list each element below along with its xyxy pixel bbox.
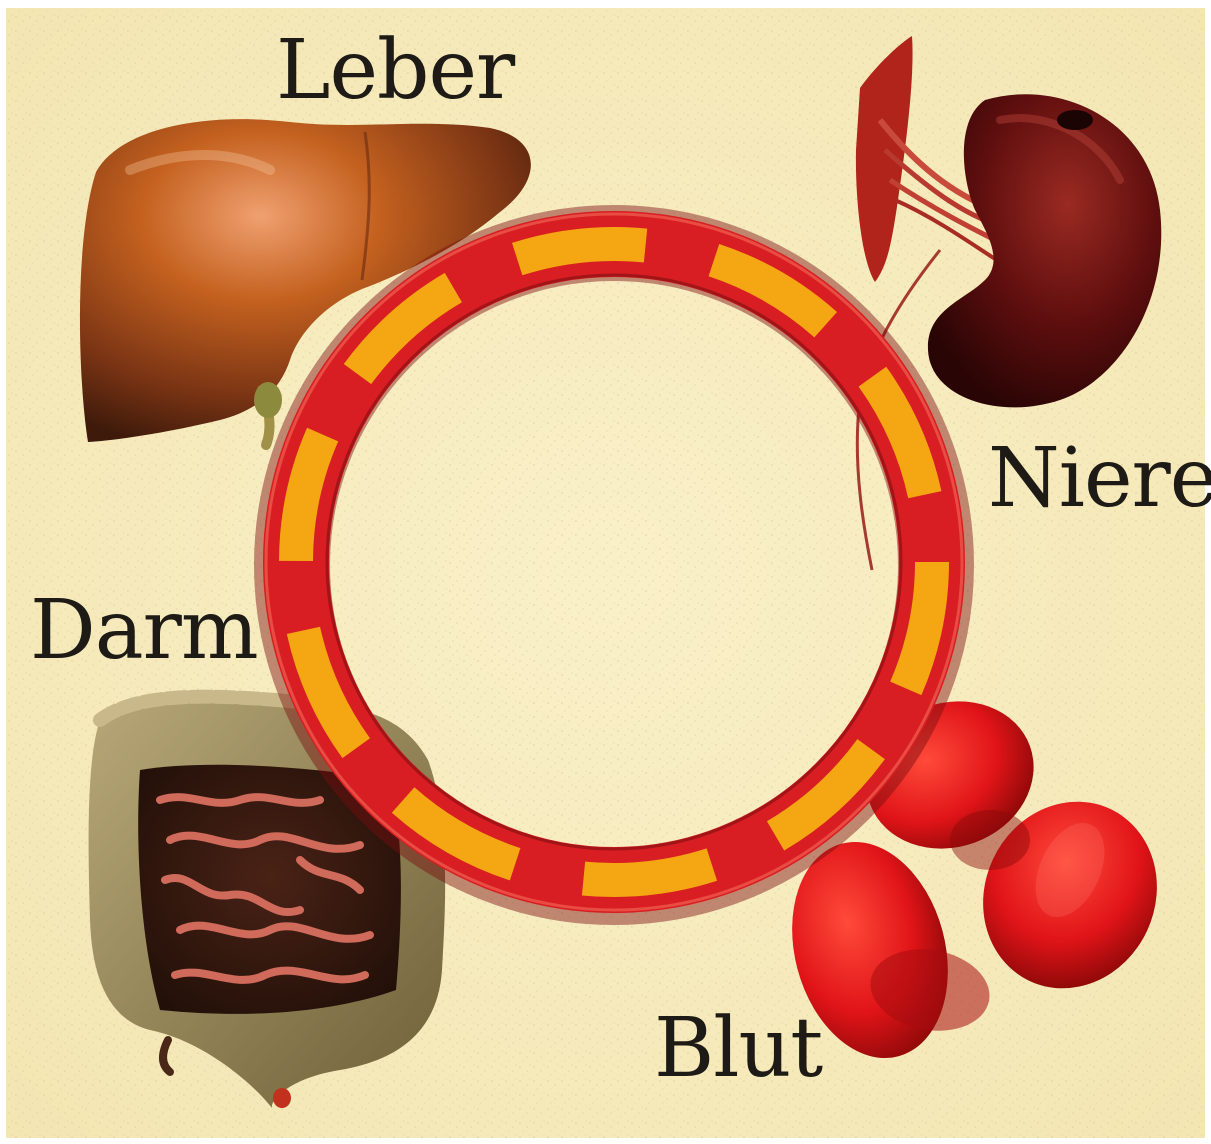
- kidney-label: Niere: [988, 438, 1211, 520]
- blood-label: Blut: [654, 1008, 822, 1090]
- liver-label: Leber: [276, 30, 514, 112]
- intestine-label: Darm: [30, 590, 258, 672]
